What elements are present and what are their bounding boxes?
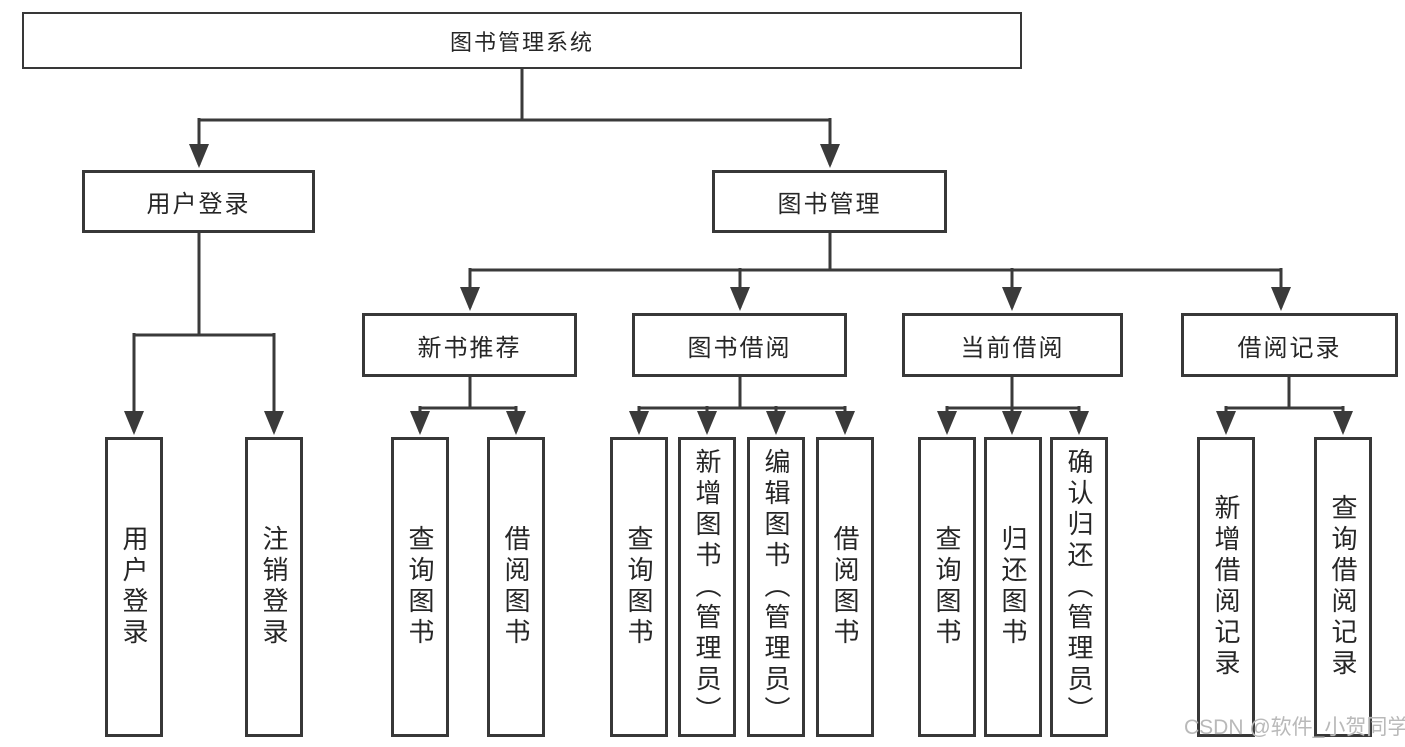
node-user-login: 用户登录 <box>82 170 315 233</box>
csdn-watermark: CSDN @软件_小贺同学 <box>1184 716 1405 739</box>
leaf-logout: 注销登录 <box>245 437 303 737</box>
node-book-management-label: 图书管理 <box>777 191 882 218</box>
node-book-management: 图书管理 <box>712 170 947 233</box>
connector-root <box>189 68 840 168</box>
leaf-current-query-books: 查询图书 <box>918 437 976 737</box>
node-book-borrow: 图书借阅 <box>632 313 847 377</box>
node-current-borrow: 当前借阅 <box>902 313 1123 377</box>
node-book-borrow-label: 图书借阅 <box>687 334 792 362</box>
node-borrow-record: 借阅记录 <box>1181 313 1398 377</box>
connector-current-borrow <box>937 377 1089 435</box>
leaf-user-login: 用户登录 <box>105 437 163 737</box>
leaf-newbook-query-books: 查询图书 <box>391 437 449 737</box>
connector-user-login <box>124 232 284 435</box>
connector-book-borrow <box>629 377 855 435</box>
leaf-add-borrow-record: 新增借阅记录 <box>1197 437 1255 737</box>
connector-book-management <box>460 232 1291 311</box>
leaf-return-books: 归还图书 <box>984 437 1042 737</box>
node-user-login-label: 用户登录 <box>146 191 251 218</box>
leaf-edit-books-admin: 编辑图书（管理员） <box>747 437 805 737</box>
leaf-newbook-borrow-books: 借阅图书 <box>487 437 545 737</box>
connector-new-book <box>410 377 526 435</box>
leaf-borrow-books: 借阅图书 <box>816 437 874 737</box>
node-new-book-recommend-label: 新书推荐 <box>417 334 522 362</box>
node-root-label: 图书管理系统 <box>449 29 594 55</box>
connector-borrow-record <box>1216 377 1353 435</box>
node-new-book-recommend: 新书推荐 <box>362 313 577 377</box>
leaf-borrow-query-books: 查询图书 <box>610 437 668 737</box>
leaf-confirm-return-admin: 确认归还（管理员） <box>1050 437 1108 737</box>
node-current-borrow-label: 当前借阅 <box>960 334 1065 362</box>
leaf-add-books-admin: 新增图书（管理员） <box>678 437 736 737</box>
leaf-query-borrow-record: 查询借阅记录 <box>1314 437 1372 737</box>
node-borrow-record-label: 借阅记录 <box>1237 334 1342 362</box>
node-root: 图书管理系统 <box>22 12 1022 69</box>
